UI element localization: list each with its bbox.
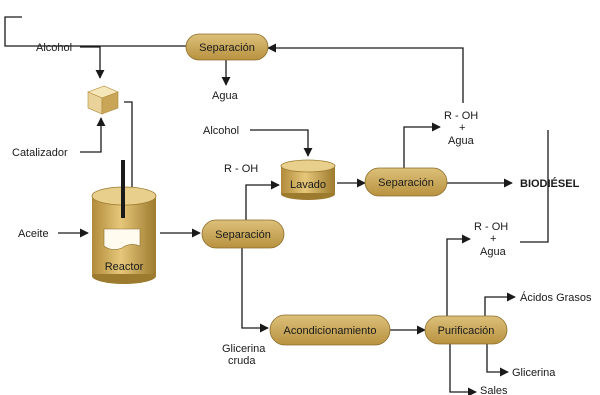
reactor-tank: Reactor [91,160,157,284]
separacion-right-label: Separación [378,177,434,189]
box-purificacion: Purificación [424,315,508,345]
connector-purificacion-roh [446,234,471,318]
lavado-label: Lavado [290,179,326,191]
connector-lines [4,16,549,395]
glicerina-cruda-label-1: Glicerina [222,343,266,355]
connector-purificacion-acidos [484,292,516,316]
alcohol-top-label: Alcohol [36,42,72,54]
acondicionamiento-label: Acondicionamiento [284,325,377,337]
reactor-label: Reactor [105,261,144,273]
connector-roh-agua-separacion-top [267,43,464,103]
sales-label: Sales [480,385,508,395]
glicerina-label: Glicerina [512,367,556,379]
connector-alcohol-lavado [250,129,313,157]
connector-separacion-right-roh [403,122,441,170]
text-labels: Alcohol Catalizador Aceite Alcohol Agua … [12,42,592,395]
connector-roh-bottom-loop [520,130,549,243]
catalizador-label: Catalizador [12,147,68,159]
catalyst-cube [87,85,119,115]
lavado-tank: Lavado [280,159,336,200]
connector-separacion-top-loop [4,16,188,47]
connector-separacion-lavado [245,180,280,222]
plus-bottom-label: + [490,233,496,245]
box-separacion-right: Separación [364,167,448,197]
biodiesel-label: BIODIÉSEL [520,177,580,190]
agua-bottom-label: Agua [480,246,507,258]
connector-purificacion-glicerina [486,344,509,377]
plus-top-label: + [459,122,465,134]
alcohol-mid-label: Alcohol [203,125,239,137]
glicerina-cruda-label-2: cruda [228,355,256,367]
box-acondicionamiento: Acondicionamiento [269,314,391,346]
connector-catalizador-cube [80,117,106,153]
connector-alcohol-cube [80,46,105,79]
agua-top-right-label: Agua [448,135,475,147]
connector-separacion-acondicionamiento [241,248,269,333]
agua-top-label: Agua [212,90,239,102]
connector-cube-reactor [124,101,137,201]
acidos-grasos-label: Ácidos Grasos [520,291,592,304]
box-separacion-top: Separación [185,33,269,61]
separacion-main-label: Separación [215,229,271,241]
roh-bottom-label: R - OH [474,221,508,233]
separacion-top-label: Separación [199,42,255,54]
connector-purificacion-sales [449,344,477,395]
box-separacion-main: Separación [201,219,285,249]
purificacion-label: Purificación [438,325,495,337]
aceite-label: Aceite [18,228,49,240]
roh-top-label: R - OH [444,110,478,122]
roh-mid-label: R - OH [224,163,258,175]
